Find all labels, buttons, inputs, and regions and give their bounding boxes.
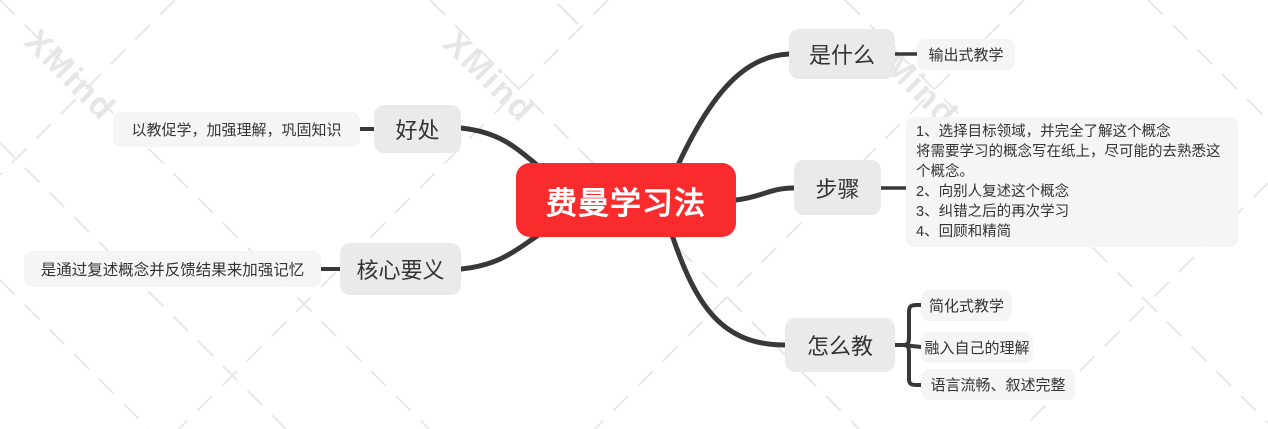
connector-core-root bbox=[458, 233, 540, 272]
watermark-dash-line bbox=[557, 3, 579, 25]
topic-core[interactable]: 核心要义 bbox=[340, 243, 461, 295]
watermark-dash-line bbox=[0, 279, 150, 429]
watermark-dash-line bbox=[0, 0, 430, 429]
watermark-dash-line bbox=[178, 0, 609, 429]
leaf-how-child-3[interactable]: 语言流畅、叙述完整 bbox=[921, 369, 1075, 400]
watermark-dash-line bbox=[594, 0, 1025, 429]
connector-root-what bbox=[675, 51, 792, 168]
watermark-dash-line bbox=[0, 0, 176, 176]
leaf-how-child-2[interactable]: 融入自己的理解 bbox=[921, 332, 1033, 363]
topic-how[interactable]: 怎么教 bbox=[785, 318, 895, 372]
leaf-core-note[interactable]: 是通过复述概念并反馈结果来加强记忆 bbox=[24, 251, 321, 287]
steps-line-4: 3、纠错之后的再次学习 bbox=[916, 204, 1070, 220]
leaf-what-detail[interactable]: 输出式教学 bbox=[917, 39, 1015, 70]
topic-what[interactable]: 是什么 bbox=[789, 29, 895, 79]
root-topic[interactable]: 费曼学习法 bbox=[516, 163, 736, 237]
steps-line-5: 4、回顾和精简 bbox=[916, 224, 1012, 240]
topic-steps[interactable]: 步骤 bbox=[794, 160, 881, 215]
topic-benefit[interactable]: 好处 bbox=[374, 105, 461, 153]
leaf-how-child-1[interactable]: 简化式教学 bbox=[921, 290, 1012, 321]
connector-how-children bbox=[893, 303, 923, 387]
connector-root-how bbox=[669, 232, 788, 348]
leaf-steps-detail[interactable]: 1、选择目标领域，并完全了解这个概念 将需要学习的概念写在纸上，尽可能的去熟悉这… bbox=[906, 117, 1238, 247]
connector-root-steps bbox=[733, 185, 797, 203]
steps-line-2: 将需要学习的概念写在纸上，尽可能的去熟悉这个概念。 bbox=[916, 144, 1221, 180]
watermark-dash-line bbox=[1147, 0, 1268, 121]
leaf-benefit-note[interactable]: 以教促学，加强理解，巩固知识 bbox=[113, 112, 360, 147]
steps-line-3: 2、向别人复述这个概念 bbox=[916, 184, 1070, 200]
connector-benefit-root bbox=[458, 125, 540, 168]
steps-line-1: 1、选择目标领域，并完全了解这个概念 bbox=[916, 124, 1171, 140]
